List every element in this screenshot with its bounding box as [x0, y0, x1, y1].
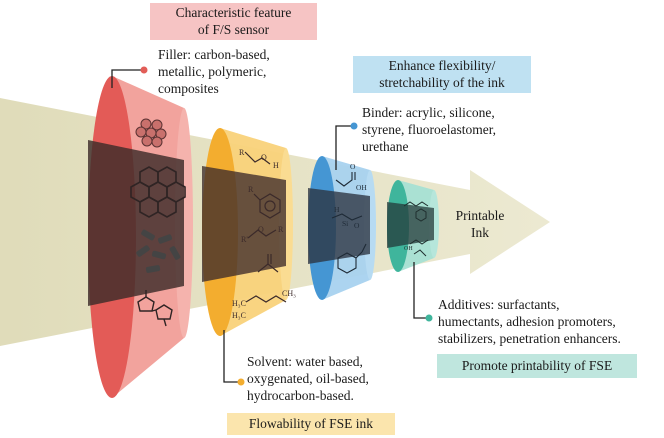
characteristic-feature-box: Characteristic feature of F/S sensor	[150, 3, 317, 40]
surfactant-chain-icon	[403, 201, 429, 222]
alkane-icon: H₃C H₃C CH₃	[232, 289, 296, 320]
polymer-ring-icon	[137, 290, 173, 327]
solvent-molecules: R O H R R' O R H₃C H₃C CH₃	[232, 148, 296, 320]
svg-text:H: H	[273, 161, 279, 170]
nanotubes-icon	[136, 229, 181, 273]
aromatic-ring-icon: R	[248, 185, 281, 219]
svg-text:OH: OH	[404, 246, 413, 252]
svg-text:H: H	[334, 205, 340, 214]
svg-text:R: R	[278, 225, 284, 234]
filler-molecules	[130, 118, 186, 327]
printability-box: Promote printability of FSE	[437, 354, 637, 378]
ether-icon: R' O R	[241, 225, 284, 244]
svg-text:H₃C: H₃C	[232, 311, 246, 320]
filler-label: Filler: carbon-based, metallic, polymeri…	[158, 47, 270, 96]
flowability-box: Flowability of FSE ink	[227, 413, 395, 435]
printable-ink-label: Printable Ink	[455, 208, 505, 240]
filler-leader	[111, 66, 148, 88]
binder-molecules: O OH H Si O	[331, 162, 367, 274]
svg-text:R': R'	[241, 235, 248, 244]
additive-molecules: OH	[403, 201, 429, 257]
binder-label: Binder: acrylic, silicone, styrene, fluo…	[362, 105, 497, 154]
humectant-chain-icon: OH	[404, 239, 429, 257]
svg-text:R: R	[239, 148, 245, 157]
siloxane-icon: H Si O	[331, 205, 363, 230]
svg-text:OH: OH	[356, 183, 367, 192]
flexibility-box: Enhance flexibility/ stretchability of t…	[353, 56, 531, 93]
binder-leader	[335, 122, 358, 170]
svg-text:O: O	[258, 225, 264, 234]
binder-stage	[308, 156, 376, 300]
svg-text:O: O	[354, 221, 360, 230]
svg-text:H₃C: H₃C	[232, 299, 246, 308]
styrene-icon	[337, 243, 367, 274]
additive-stage	[387, 180, 439, 272]
filler-stage	[88, 76, 193, 398]
additives-label: Additives: surfactants, humectants, adhe…	[438, 297, 621, 346]
solvent-stage	[202, 128, 293, 336]
svg-text:CH₃: CH₃	[282, 289, 296, 298]
svg-text:O: O	[350, 162, 356, 171]
svg-text:R: R	[248, 185, 254, 194]
svg-text:O: O	[261, 153, 267, 162]
solvent-label: Solvent: water based, oxygenated, oil-ba…	[247, 354, 369, 403]
alcohol-icon: R O H	[239, 148, 279, 170]
ketone-icon	[257, 254, 279, 273]
solvent-leader	[223, 330, 245, 386]
acrylic-acid-icon: O OH	[335, 162, 367, 192]
graphene-icon	[130, 166, 186, 218]
metal-particles-icon	[135, 118, 167, 148]
additives-leader	[413, 262, 433, 322]
svg-text:Si: Si	[342, 219, 348, 228]
